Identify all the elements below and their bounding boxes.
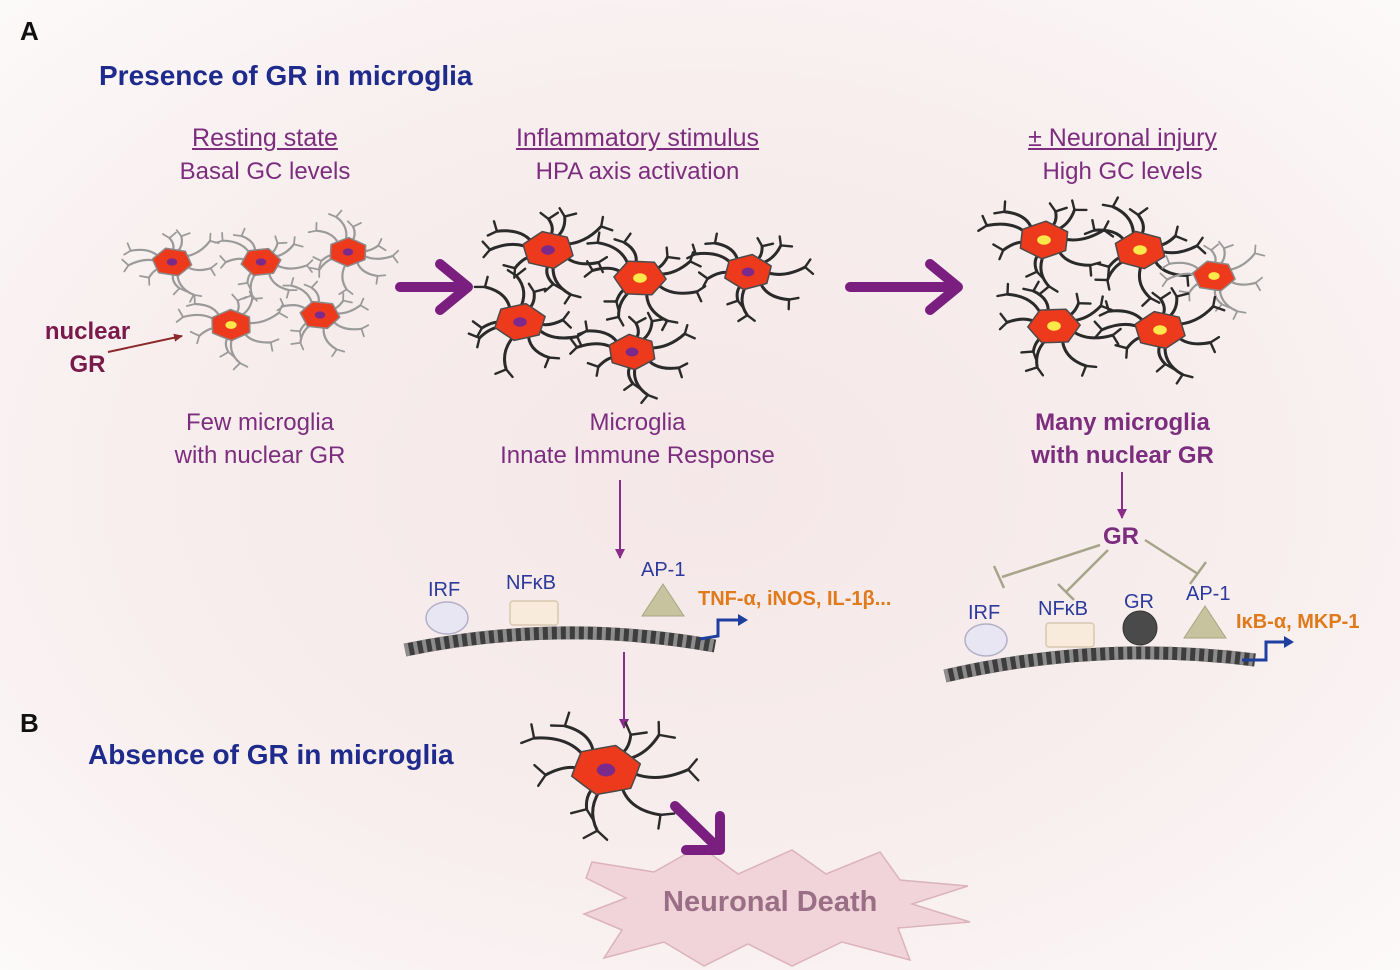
- ap1-label: AP-1: [641, 559, 686, 581]
- dna-helix-icon: [943, 646, 1256, 683]
- resting-subheading: Basal GC levels: [179, 158, 351, 185]
- irf-factor: [964, 623, 1008, 657]
- irf-label: IRF: [968, 602, 1001, 624]
- transcription-arrow: [699, 618, 740, 641]
- starburst-icon: [581, 845, 971, 967]
- nuclear-gr-line-2: GR: [69, 351, 106, 378]
- nuclear-gr-marker: [1153, 325, 1167, 335]
- nucleus: [342, 248, 354, 256]
- nucleus: [314, 311, 326, 319]
- microglia-cell-icon: [121, 229, 220, 303]
- nuclear-gr-marker: [1208, 272, 1220, 280]
- inflammatory-heading: Inflammatory stimulus: [515, 124, 760, 152]
- panel-a-label: A: [20, 16, 39, 46]
- microglia-cell-icon: [977, 199, 1115, 295]
- pointer-arrow: [107, 333, 183, 353]
- microglia-cell-icon: [520, 711, 700, 841]
- nucleus: [596, 763, 616, 777]
- microglia-cell-icon: [175, 290, 289, 371]
- microglia-cell-icon: [996, 280, 1122, 377]
- microglia-cell-icon: [583, 231, 707, 332]
- nfkb-label: NFκB: [1038, 598, 1088, 620]
- nfkb-factor: [1045, 622, 1095, 648]
- resting-heading: Resting state: [192, 124, 338, 152]
- gr-label: GR: [1124, 591, 1154, 613]
- ap1-label: AP-1: [1186, 583, 1231, 605]
- inflammatory-description: Microglia Innate Immune Response: [470, 406, 805, 472]
- right-arrow-icon: [670, 801, 725, 855]
- nucleus: [255, 258, 267, 266]
- nuclear-gr-line-1: nuclear: [44, 318, 131, 345]
- panel-b-title: Absence of GR in microglia: [88, 739, 454, 770]
- ap1-factor: [641, 583, 685, 617]
- nucleus: [541, 245, 555, 255]
- injury-heading: ± Neuronal injury: [1028, 124, 1217, 152]
- microglia-cell-icon: [569, 311, 696, 405]
- microglia-cell-icon: [276, 277, 370, 358]
- neuronal-death-label: Neuronal Death: [663, 886, 878, 918]
- irf-factor: [425, 601, 469, 635]
- microglia-cell-icon: [481, 207, 614, 305]
- nuclear-gr-marker: [1133, 245, 1147, 255]
- transcription-arrow: [1242, 640, 1286, 662]
- inflammatory-desc-line-2: Innate Immune Response: [500, 442, 775, 469]
- nucleus: [166, 258, 178, 266]
- nfkb-label: NFκB: [506, 572, 556, 594]
- injury-desc-line-1: Many microglia: [1035, 409, 1210, 436]
- gr-hub-label: GR: [1103, 523, 1139, 550]
- right-arrow-icon: [845, 259, 963, 315]
- right-arrow-icon: [395, 259, 473, 315]
- nuclear-gr-marker: [633, 273, 647, 283]
- nuclear-gr-marker: [1037, 235, 1051, 245]
- injury-subheading: High GC levels: [1042, 158, 1203, 185]
- microglia-cell-icon: [686, 232, 815, 323]
- microglia-cell-icon: [1083, 196, 1207, 307]
- panel-a-title: Presence of GR in microglia: [99, 60, 473, 91]
- nfkb-factor: [509, 600, 559, 626]
- nuclear-gr-marker: [1047, 321, 1061, 331]
- proinflammatory-genes: TNF-α, iNOS, IL-1β...: [698, 588, 892, 610]
- gr-factor: [1122, 610, 1158, 646]
- nuclear-gr-label: nuclear GR: [30, 315, 145, 381]
- resting-desc-line-1: Few microglia: [185, 409, 335, 436]
- antiinflammatory-genes: IκB-α, MKP-1: [1236, 611, 1360, 633]
- microglia-cell-icon: [1093, 287, 1226, 385]
- microglia-cell-icon: [467, 267, 587, 379]
- microglia-cell-icon: [214, 227, 314, 302]
- injury-desc-line-2: with nuclear GR: [1031, 442, 1214, 469]
- resting-description: Few microglia with nuclear GR: [100, 406, 420, 472]
- nuclear-gr-marker: [225, 321, 237, 329]
- panel-b-label: B: [20, 708, 39, 738]
- nucleus: [513, 317, 527, 327]
- inflammatory-subheading: HPA axis activation: [535, 158, 740, 185]
- irf-label: IRF: [428, 579, 461, 601]
- resting-desc-line-2: with nuclear GR: [174, 442, 346, 469]
- nucleus: [625, 347, 639, 357]
- ap1-factor: [1183, 605, 1227, 639]
- injury-description: Many microglia with nuclear GR: [960, 406, 1285, 472]
- inflammatory-desc-line-1: Microglia: [589, 409, 686, 436]
- inhibition-bar-icon: [992, 538, 1208, 601]
- nucleus: [741, 267, 755, 277]
- dna-helix-icon: [403, 626, 717, 657]
- microglia-cell-icon: [307, 209, 400, 295]
